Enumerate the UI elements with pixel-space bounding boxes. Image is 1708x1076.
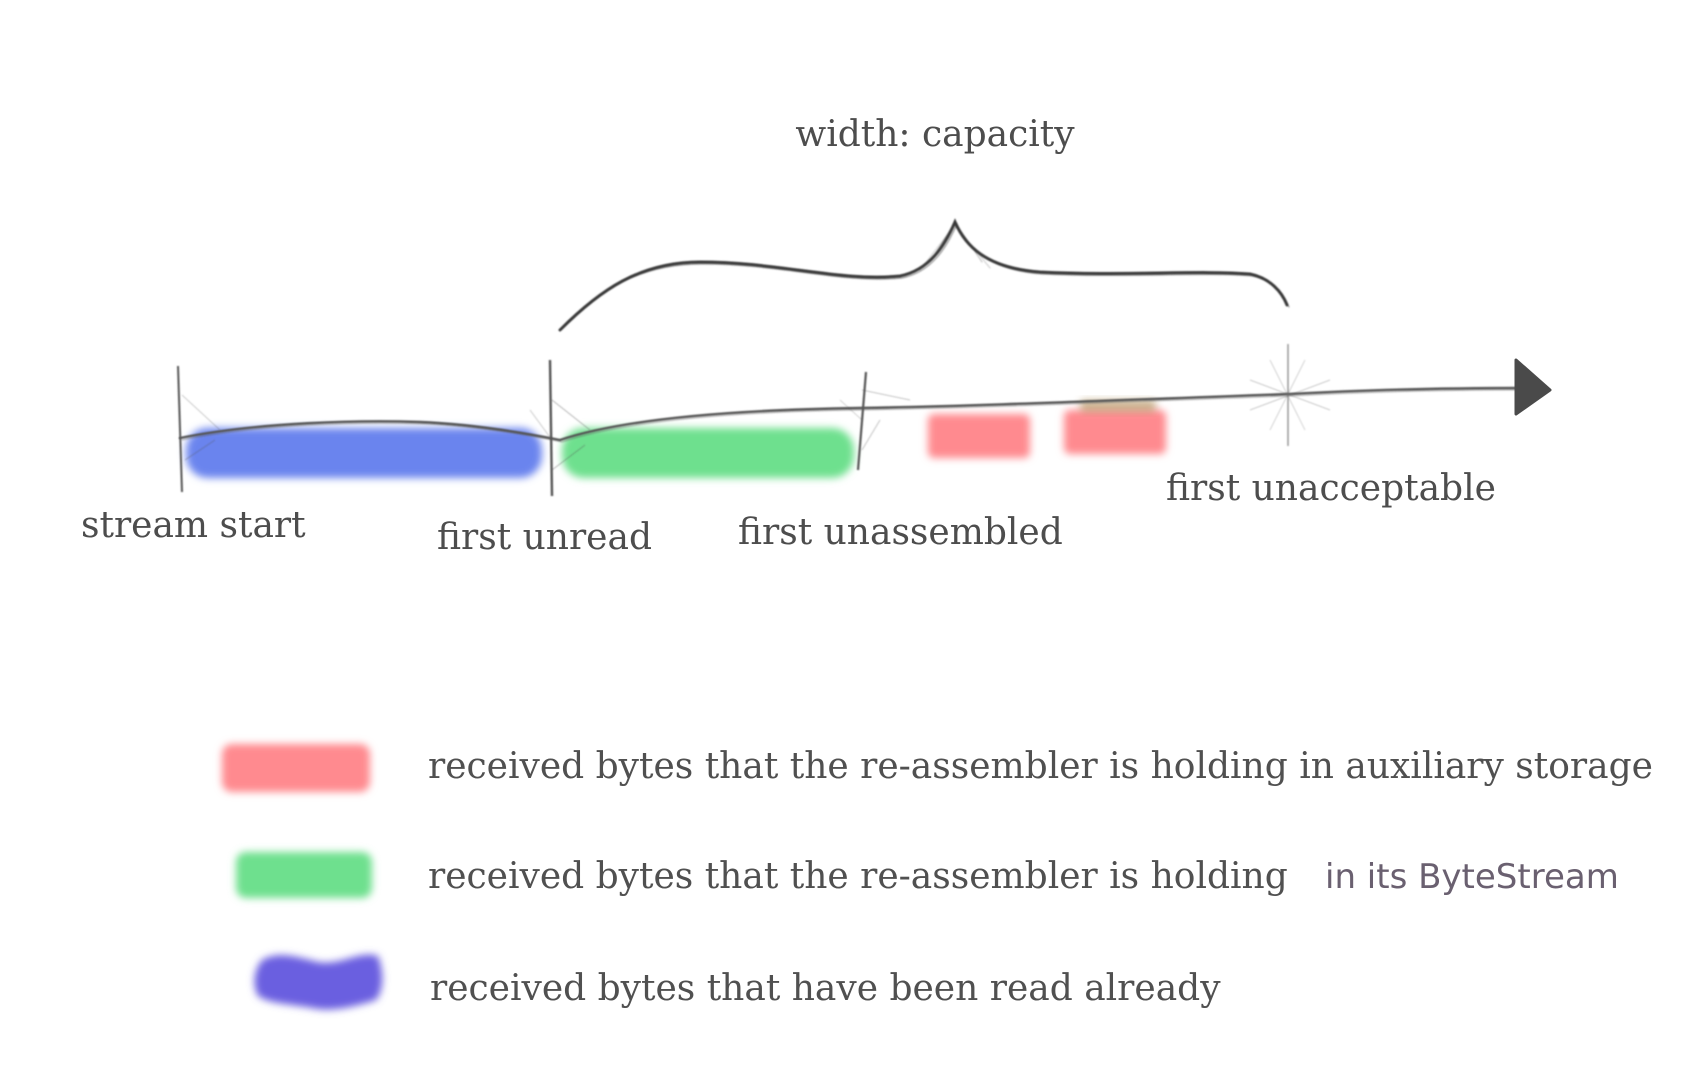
legend: received bytes that the re-assembler is … <box>222 744 1653 1010</box>
auxiliary-bytes-segment-1 <box>928 414 1030 458</box>
label-first-unassembled: first unassembled <box>738 512 1063 553</box>
legend-text-bytestream: received bytes that the re-assembler is … <box>428 856 1288 897</box>
capacity-brace <box>558 218 1290 332</box>
tick-first-unread <box>529 359 591 497</box>
tick-stream-start <box>177 365 221 493</box>
capacity-label: width: capacity <box>795 114 1075 155</box>
legend-swatch-bytestream <box>236 852 372 898</box>
read-bytes-segment <box>186 428 542 478</box>
legend-text-read: received bytes that have been read alrea… <box>430 968 1221 1009</box>
stream-axis <box>178 386 1532 443</box>
tick-first-unassembled <box>839 371 911 471</box>
label-stream-start: stream start <box>81 505 306 546</box>
legend-swatch-read <box>254 954 383 1010</box>
auxiliary-bytes-segment-2 <box>1064 410 1166 454</box>
label-first-unread: first unread <box>437 517 652 558</box>
stream-arrowhead <box>1514 358 1552 416</box>
tick-first-unacceptable <box>1249 344 1331 446</box>
bytestream-bytes-segment <box>562 428 854 478</box>
legend-swatch-auxiliary <box>222 744 370 792</box>
label-first-unacceptable: first unacceptable <box>1166 468 1496 509</box>
legend-text-auxiliary: received bytes that the re-assembler is … <box>428 746 1653 787</box>
legend-text-bytestream-tail: in its ByteStream <box>1325 857 1619 897</box>
